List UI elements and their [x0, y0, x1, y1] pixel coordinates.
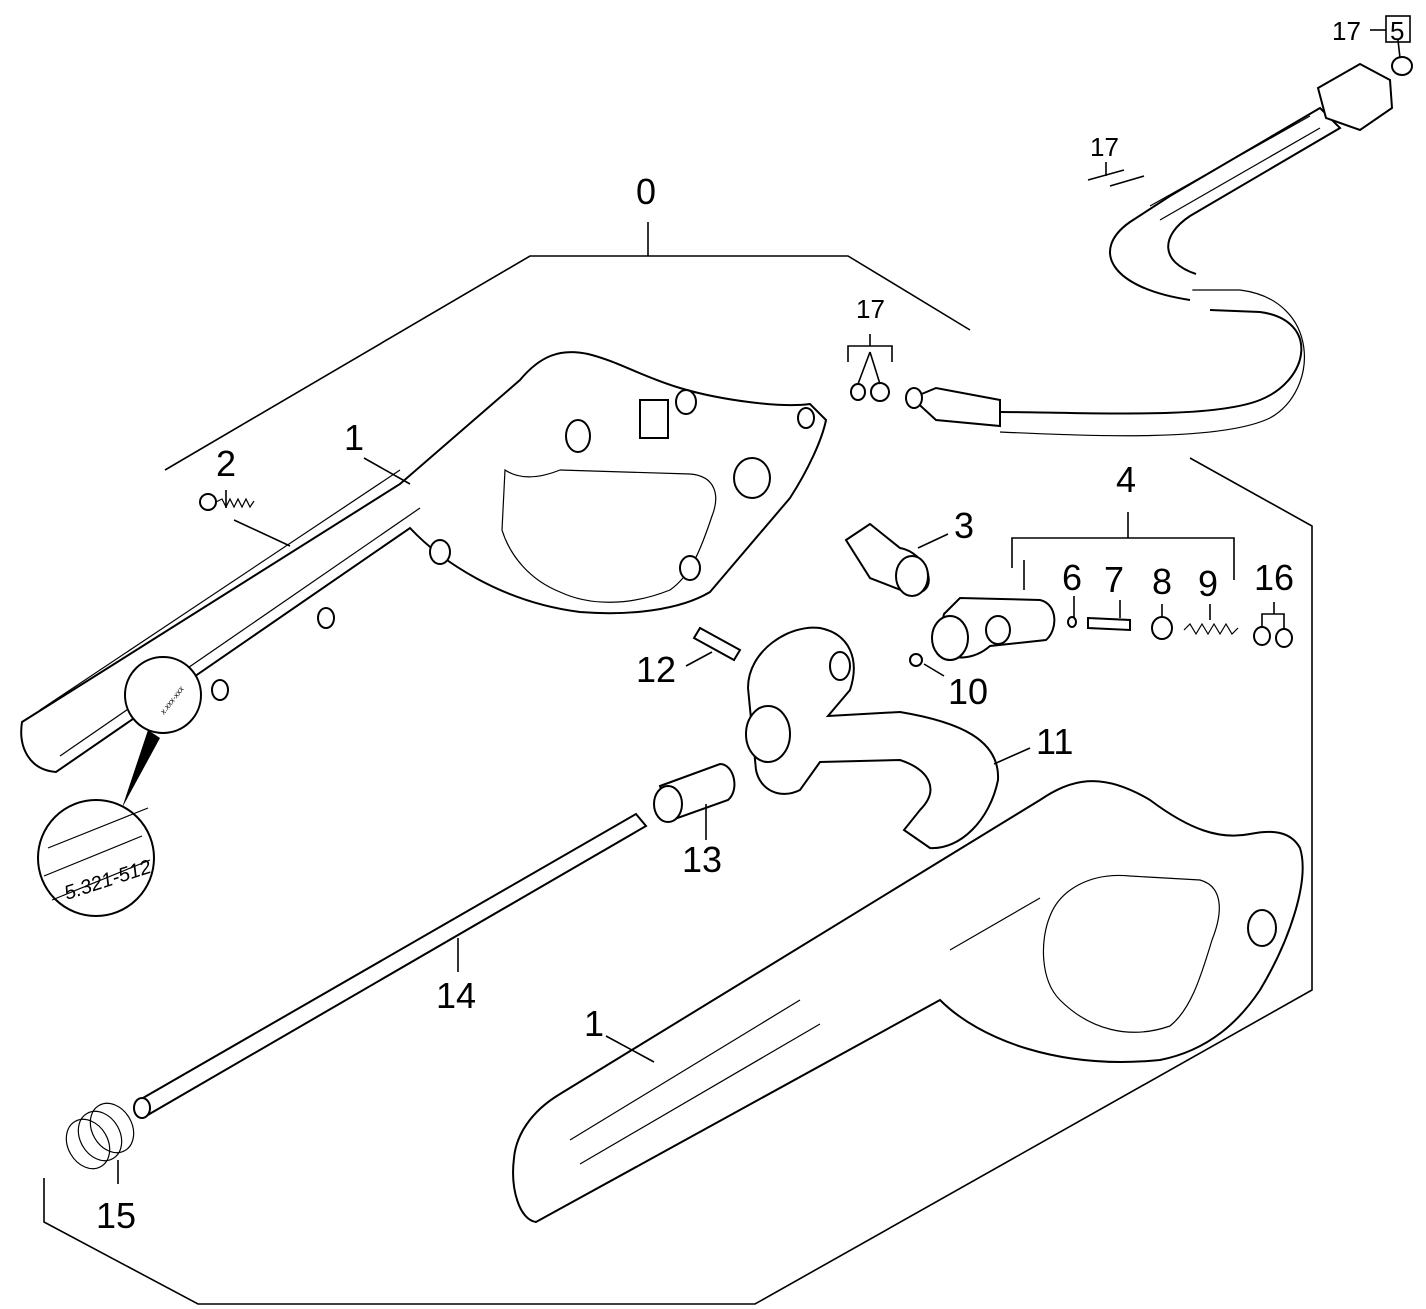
label-part-4: 4 [1116, 459, 1136, 500]
label-part-0: 0 [636, 171, 656, 212]
label-part-15: 15 [96, 1195, 136, 1236]
label-part-12: 12 [636, 649, 676, 690]
handle-shell-top: x.xxx-xxx [20, 351, 828, 774]
label-part-14: 14 [436, 975, 476, 1016]
callout-labels: 0 1 2 3 4 5 6 7 8 9 10 11 12 13 14 1 15 … [96, 15, 1411, 1236]
label-part-9: 9 [1198, 563, 1218, 604]
label-part-8: 8 [1152, 561, 1172, 602]
label-part-17-oring: 17 [856, 294, 885, 324]
valve-insert-part-3 [844, 522, 930, 597]
screw-part-2 [199, 493, 255, 511]
label-part-13: 13 [682, 839, 722, 880]
label-part-7: 7 [1104, 559, 1124, 600]
hose-assembly [850, 56, 1413, 437]
label-part-17-hose: 17 [1090, 132, 1119, 162]
label-part-10: 10 [948, 671, 988, 712]
label-part-2: 2 [216, 443, 236, 484]
pin-part-12 [692, 626, 742, 662]
zoom-detail-callout: 5.321-512 [37, 730, 160, 917]
tube-part-14 [133, 812, 648, 1119]
label-part-1-top: 1 [344, 417, 364, 458]
label-part-1-bottom: 1 [584, 1003, 604, 1044]
swivel-fitting-part-4 [931, 596, 1293, 661]
trigger-part-11 [745, 626, 1000, 850]
leader-lines [117, 29, 1401, 1184]
sleeve-part-13 [653, 762, 736, 823]
label-part-11: 11 [1036, 721, 1073, 762]
assembly-bracket-0 [43, 222, 1313, 1305]
label-part-3: 3 [954, 505, 974, 546]
label-part-16: 16 [1254, 557, 1294, 598]
label-part-5: 5 [1390, 16, 1404, 46]
handle-shell-bottom [512, 780, 1304, 1224]
spring-part-15 [65, 1102, 135, 1170]
label-part-17-top: 17 [1332, 16, 1361, 46]
label-part-6: 6 [1062, 557, 1082, 598]
